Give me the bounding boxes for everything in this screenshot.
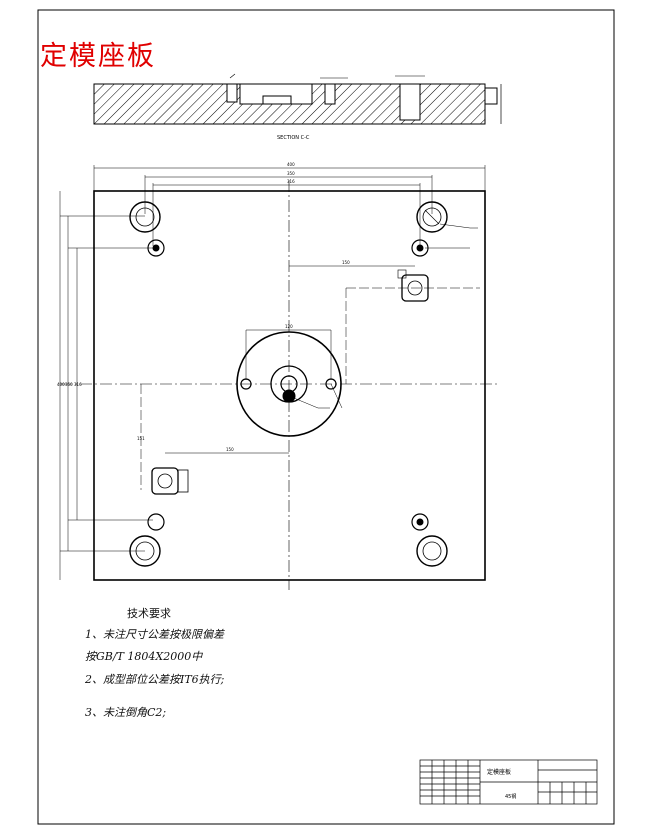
plan-view: 400 350 316 400 350 316: [57, 162, 500, 590]
title-block: [419, 759, 598, 805]
svg-text:400: 400: [287, 162, 295, 167]
note-item: 3、未注倒角C2;: [85, 706, 167, 719]
svg-text:150: 150: [342, 260, 350, 265]
note-item: 按GB/T 1804X2000中: [85, 650, 203, 663]
sensor-boss: [151, 467, 189, 495]
guide-hole: [129, 535, 161, 567]
title-block-material: 45钢: [505, 794, 517, 800]
section-label: SECTION C-C: [277, 135, 310, 141]
section-view: [93, 73, 502, 125]
svg-text:350: 350: [287, 171, 295, 176]
locating-ring: [236, 331, 342, 437]
screw-hole: [147, 239, 165, 257]
note-item: 2、成型部位公差按IT6执行;: [85, 673, 225, 686]
note-item: 1、未注尺寸公差按极限偏差: [85, 628, 224, 641]
svg-text:316: 316: [287, 179, 295, 184]
svg-text:316: 316: [74, 382, 82, 387]
screw-hole: [411, 513, 429, 531]
guide-hole: [129, 201, 161, 233]
sheet-border: [37, 9, 615, 825]
title-block-part-name: 定模座板: [487, 769, 512, 776]
sensor-boss: [397, 269, 429, 302]
svg-text:400: 400: [57, 382, 65, 387]
notes-heading: 技术要求: [127, 607, 171, 620]
drawing-title: 定模座板: [40, 41, 156, 72]
svg-text:150: 150: [226, 447, 234, 452]
screw-hole: [411, 239, 429, 257]
svg-text:120: 120: [285, 324, 293, 329]
guide-hole: [416, 535, 448, 567]
svg-text:350: 350: [65, 382, 73, 387]
guide-hole: [416, 201, 448, 233]
svg-text:151: 151: [137, 436, 145, 441]
plate-outline: [93, 190, 486, 581]
screw-hole: [147, 513, 165, 531]
